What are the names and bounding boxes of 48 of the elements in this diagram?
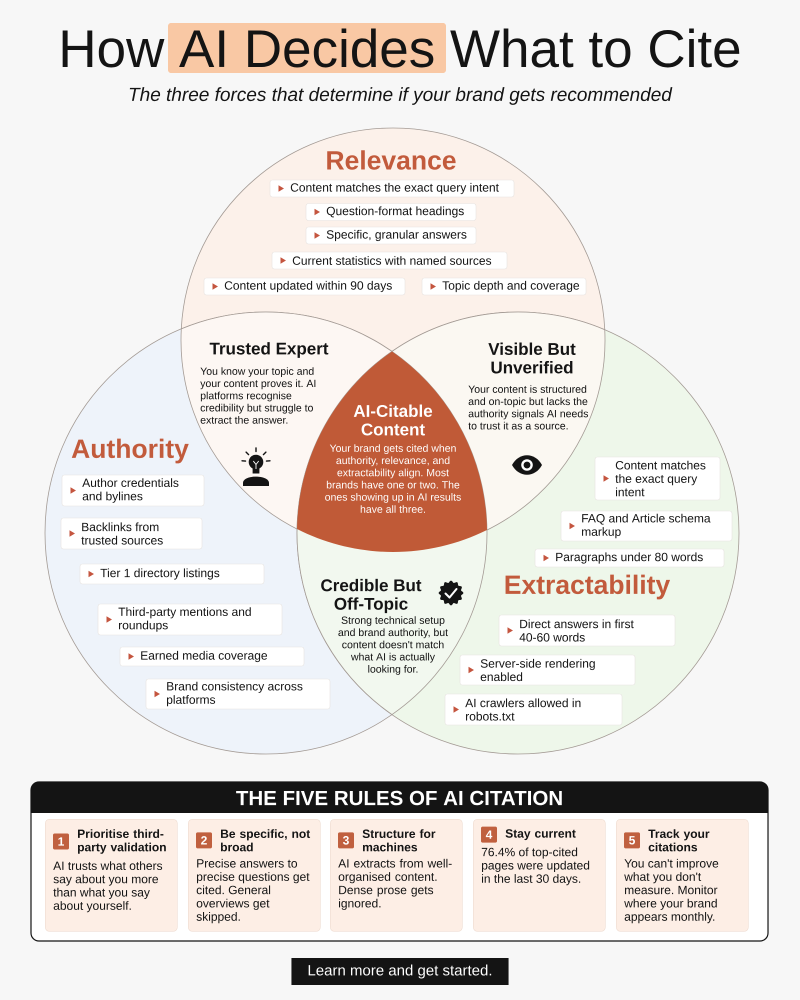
bullet-box: Server-side rendering enabled xyxy=(460,654,636,686)
number-badge: 5 xyxy=(624,832,640,848)
call-to-action-banner: Learn more and get started. xyxy=(291,958,509,985)
card-text: AI trusts what others say about you more than what you say about yourself. xyxy=(53,861,162,912)
circle-heading: Extractability xyxy=(506,574,670,600)
card-heading: Prioritise third-party validation xyxy=(78,829,166,854)
number-badge: 1 xyxy=(53,834,69,850)
region-heading: Visible But Unverified xyxy=(488,342,576,374)
card-text: You can't improve what you don't measure. Monitor where your brand appears monthly. xyxy=(624,858,718,924)
circle-heading: Relevance xyxy=(327,150,456,170)
bullet-box: Direct answers in first 40-60 words xyxy=(498,614,676,646)
card-text: Precise answers to precise questions get cited. General overviews get skipped. xyxy=(196,858,310,924)
region-text: You know your topic and your content proves it. AI platforms recognise credibility but struggle to extract the answer. xyxy=(200,367,316,424)
bullet-box: Content updated within 90 days xyxy=(204,278,406,296)
bullet-box: Author credentials and bylines xyxy=(62,474,204,506)
region-heading: Credible But Off-Topic xyxy=(321,578,422,614)
bullet-box: Tier 1 directory listings xyxy=(80,564,264,584)
bullet-box: Third-party mentions and roundups xyxy=(98,604,282,636)
bullet-box: Backlinks from trusted sources xyxy=(60,518,202,550)
bullet-box: Brand consistency across platforms xyxy=(146,678,330,710)
card-heading: Track your citations xyxy=(648,829,710,852)
region-text: Your content is structured and on-topic but lacks the authority signals AI needs to trust it as a source. xyxy=(468,385,588,430)
number-badge: 4 xyxy=(481,826,497,843)
bullet-box: Question-format headings xyxy=(306,203,476,221)
card-heading: Stay current xyxy=(506,829,576,840)
bullet-box: Specific, granular answers xyxy=(306,226,476,244)
card-heading: Be specific, not broad xyxy=(220,829,310,852)
bullet-box: Content matches the exact query intent xyxy=(270,180,514,198)
circle-heading: Authority xyxy=(72,438,189,464)
bullet-box: AI crawlers allowed in robots.txt xyxy=(444,694,622,726)
bullet-box: Paragraphs under 80 words xyxy=(534,548,724,568)
number-badge: 2 xyxy=(196,832,212,848)
card-text: 76.4% of top-cited pages were updated in the last 30 days. xyxy=(482,847,590,886)
number-badge: 3 xyxy=(338,832,354,848)
region-heading: AI-Citable Content xyxy=(354,404,432,436)
subtitle: The three forces that determine if your brand gets recommended xyxy=(130,87,672,105)
region-text: Strong technical setup and brand authority, but content doesn't match what AI is actually looking for. xyxy=(338,616,448,675)
card-text: AI extracts from well-organised content. Dense prose gets ignored. xyxy=(338,858,452,910)
bullet-box: FAQ and Article schema markup xyxy=(560,510,732,542)
region-heading: Trusted Expert xyxy=(210,342,328,358)
panel-header: THE FIVE RULES OF AI CITATION xyxy=(31,782,768,813)
title: How AI Decides What to Cite xyxy=(62,23,740,73)
bullet-box: Current statistics with named sources xyxy=(272,252,508,270)
bullet-box: Earned media coverage xyxy=(120,646,304,666)
bullet-box: Topic depth and coverage xyxy=(422,278,586,296)
region-text: Your brand gets cited when authority, relevance, and extractability align. Most brands have one or two. The ones showing up in AI results have all three. xyxy=(325,444,461,513)
bullet-box: Content matches the exact query intent xyxy=(594,456,720,500)
card-heading: Structure for machines xyxy=(362,829,436,852)
